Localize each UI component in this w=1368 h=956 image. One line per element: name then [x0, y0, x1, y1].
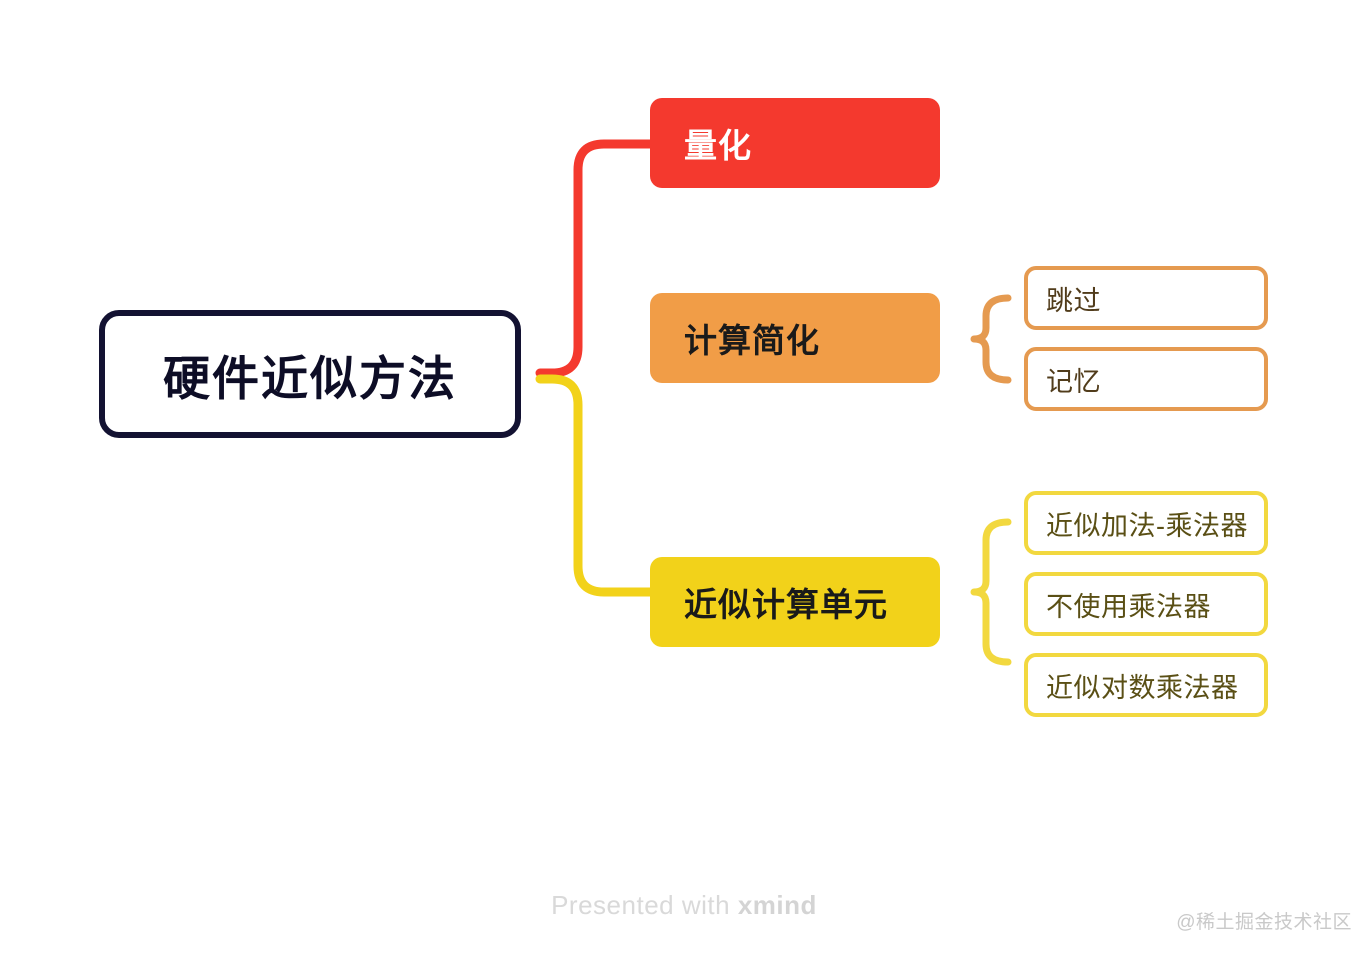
leaf-label-approx-add-multiplier: 近似加法-乘法器	[1046, 510, 1248, 541]
community-watermark: @稀土掘金技术社区	[1176, 912, 1352, 933]
leaf-node-approx-log-multiplier[interactable]: 近似对数乘法器	[1024, 653, 1268, 717]
xmind-watermark-prefix: Presented with	[551, 890, 738, 920]
xmind-watermark-brand: xmind	[737, 890, 817, 920]
leaf-node-memoization[interactable]: 记忆	[1024, 347, 1268, 411]
leaf-node-approx-add-multiplier[interactable]: 近似加法-乘法器	[1024, 491, 1268, 555]
branch-node-compute-simplification[interactable]: 计算简化	[650, 293, 940, 383]
xmind-watermark: Presented with xmind	[0, 890, 1368, 921]
leaf-label-no-multiplier: 不使用乘法器	[1046, 591, 1211, 622]
brace-approx-compute-unit	[970, 518, 1012, 666]
root-node[interactable]: 硬件近似方法	[99, 310, 521, 438]
leaf-label-memoization: 记忆	[1046, 366, 1101, 397]
branch-label-compute-simplification: 计算简化	[684, 322, 820, 359]
leaf-node-no-multiplier[interactable]: 不使用乘法器	[1024, 572, 1268, 636]
branch-label-quantization: 量化	[684, 127, 752, 164]
connector-root-to-quantization	[535, 139, 655, 378]
brace-compute-simplification	[970, 294, 1012, 384]
root-node-label: 硬件近似方法	[163, 351, 457, 405]
branch-node-approx-compute-unit[interactable]: 近似计算单元	[650, 557, 940, 647]
leaf-label-skip: 跳过	[1046, 285, 1101, 316]
connector-root-to-approx-compute-unit	[535, 374, 655, 597]
branch-node-quantization[interactable]: 量化	[650, 98, 940, 188]
branch-label-approx-compute-unit: 近似计算单元	[684, 586, 888, 623]
leaf-label-approx-log-multiplier: 近似对数乘法器	[1046, 672, 1239, 703]
leaf-node-skip[interactable]: 跳过	[1024, 266, 1268, 330]
